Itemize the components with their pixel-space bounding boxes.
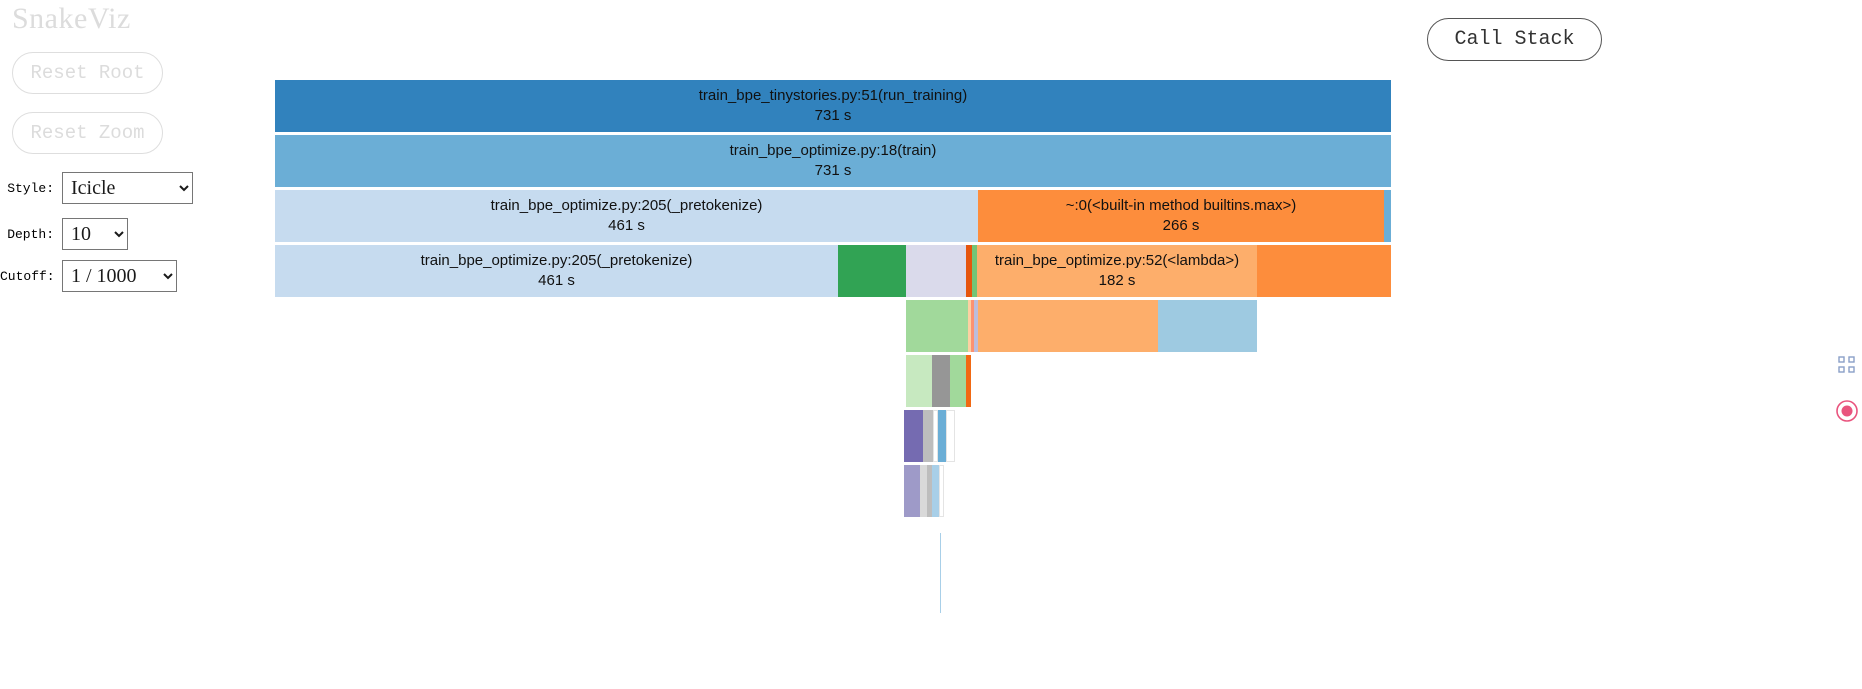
- icicle-node-time: 461 s: [538, 272, 575, 289]
- icicle-node[interactable]: [950, 355, 966, 407]
- icicle-node-time: 182 s: [1098, 272, 1136, 289]
- icicle-node-label: train_bpe_optimize.py:205(_pretokenize): [490, 197, 763, 215]
- sidebar: SnakeViz Reset Root Reset Zoom Style: Ic…: [0, 0, 275, 689]
- depth-control-row: Depth: 5101520: [0, 218, 128, 250]
- depth-select[interactable]: 5101520: [62, 218, 128, 250]
- icicle-node[interactable]: [904, 465, 920, 517]
- icicle-node[interactable]: train_bpe_optimize.py:18(train) 731 s: [275, 135, 1391, 187]
- icicle-node[interactable]: [978, 300, 1158, 352]
- style-control-row: Style: IcicleSunburst: [0, 172, 193, 204]
- icicle-node[interactable]: [927, 465, 932, 517]
- badge-icon[interactable]: [1834, 398, 1860, 424]
- icicle-node-label: ~:0(<built-in method builtins.max>): [1065, 197, 1297, 215]
- style-label: Style:: [7, 180, 54, 196]
- icicle-node[interactable]: [906, 300, 968, 352]
- icicle-node-label: train_bpe_optimize.py:52(<lambda>): [994, 252, 1240, 270]
- icicle-node[interactable]: [932, 355, 950, 407]
- icicle-node[interactable]: [972, 245, 977, 297]
- icicle-node[interactable]: train_bpe_tinystories.py:51(run_training…: [275, 80, 1391, 132]
- icicle-node[interactable]: [932, 465, 939, 517]
- icicle-node[interactable]: [906, 355, 932, 407]
- app-title: SnakeViz: [12, 2, 131, 35]
- style-select[interactable]: IcicleSunburst: [62, 172, 193, 204]
- icicle-node-time: 731 s: [814, 107, 852, 124]
- cutoff-select[interactable]: 1 / 10001 / 1001 / 10: [62, 260, 177, 292]
- reset-zoom-button[interactable]: Reset Zoom: [12, 112, 163, 154]
- icicle-tail-line: [940, 533, 941, 613]
- icicle-node-label: train_bpe_optimize.py:205(_pretokenize): [420, 252, 693, 270]
- icicle-node[interactable]: [974, 300, 978, 352]
- icicle-node-label: train_bpe_optimize.py:18(train): [729, 142, 937, 160]
- icicle-node[interactable]: [966, 355, 971, 407]
- icicle-node[interactable]: [906, 245, 966, 297]
- icicle-node[interactable]: [966, 245, 972, 297]
- icicle-node-label: train_bpe_tinystories.py:51(run_training…: [698, 87, 968, 105]
- icicle-node[interactable]: [933, 410, 938, 462]
- icicle-node[interactable]: [946, 410, 955, 462]
- icicle-node[interactable]: [904, 410, 923, 462]
- icicle-node[interactable]: [971, 300, 974, 352]
- icicle-node[interactable]: [838, 245, 906, 297]
- icicle-node-time: 731 s: [814, 162, 852, 179]
- icicle-node[interactable]: [968, 300, 971, 352]
- icicle-node-time: 266 s: [1162, 217, 1200, 234]
- cutoff-control-row: Cutoff: 1 / 10001 / 1001 / 10: [0, 260, 177, 292]
- icicle-node[interactable]: [923, 410, 933, 462]
- cutoff-label: Cutoff:: [0, 268, 55, 284]
- icicle-node[interactable]: ~:0(<built-in method builtins.max>) 266 s: [978, 190, 1384, 242]
- icicle-node[interactable]: train_bpe_optimize.py:52(<lambda>) 182 s: [977, 245, 1257, 297]
- icicle-node[interactable]: train_bpe_optimize.py:205(_pretokenize) 4…: [275, 245, 838, 297]
- depth-label: Depth:: [7, 226, 54, 242]
- icicle-node[interactable]: [1384, 190, 1391, 242]
- icicle-node[interactable]: [939, 465, 944, 517]
- icicle-node[interactable]: [938, 410, 946, 462]
- call-stack-button[interactable]: Call Stack: [1427, 18, 1602, 61]
- icicle-node[interactable]: [920, 465, 927, 517]
- icicle-node[interactable]: [1257, 245, 1391, 297]
- icicle-node[interactable]: [1158, 300, 1257, 352]
- grid-icon[interactable]: [1834, 352, 1860, 378]
- icicle-node-time: 461 s: [608, 217, 645, 234]
- reset-root-button[interactable]: Reset Root: [12, 52, 163, 94]
- icicle-node[interactable]: train_bpe_optimize.py:205(_pretokenize) 4…: [275, 190, 978, 242]
